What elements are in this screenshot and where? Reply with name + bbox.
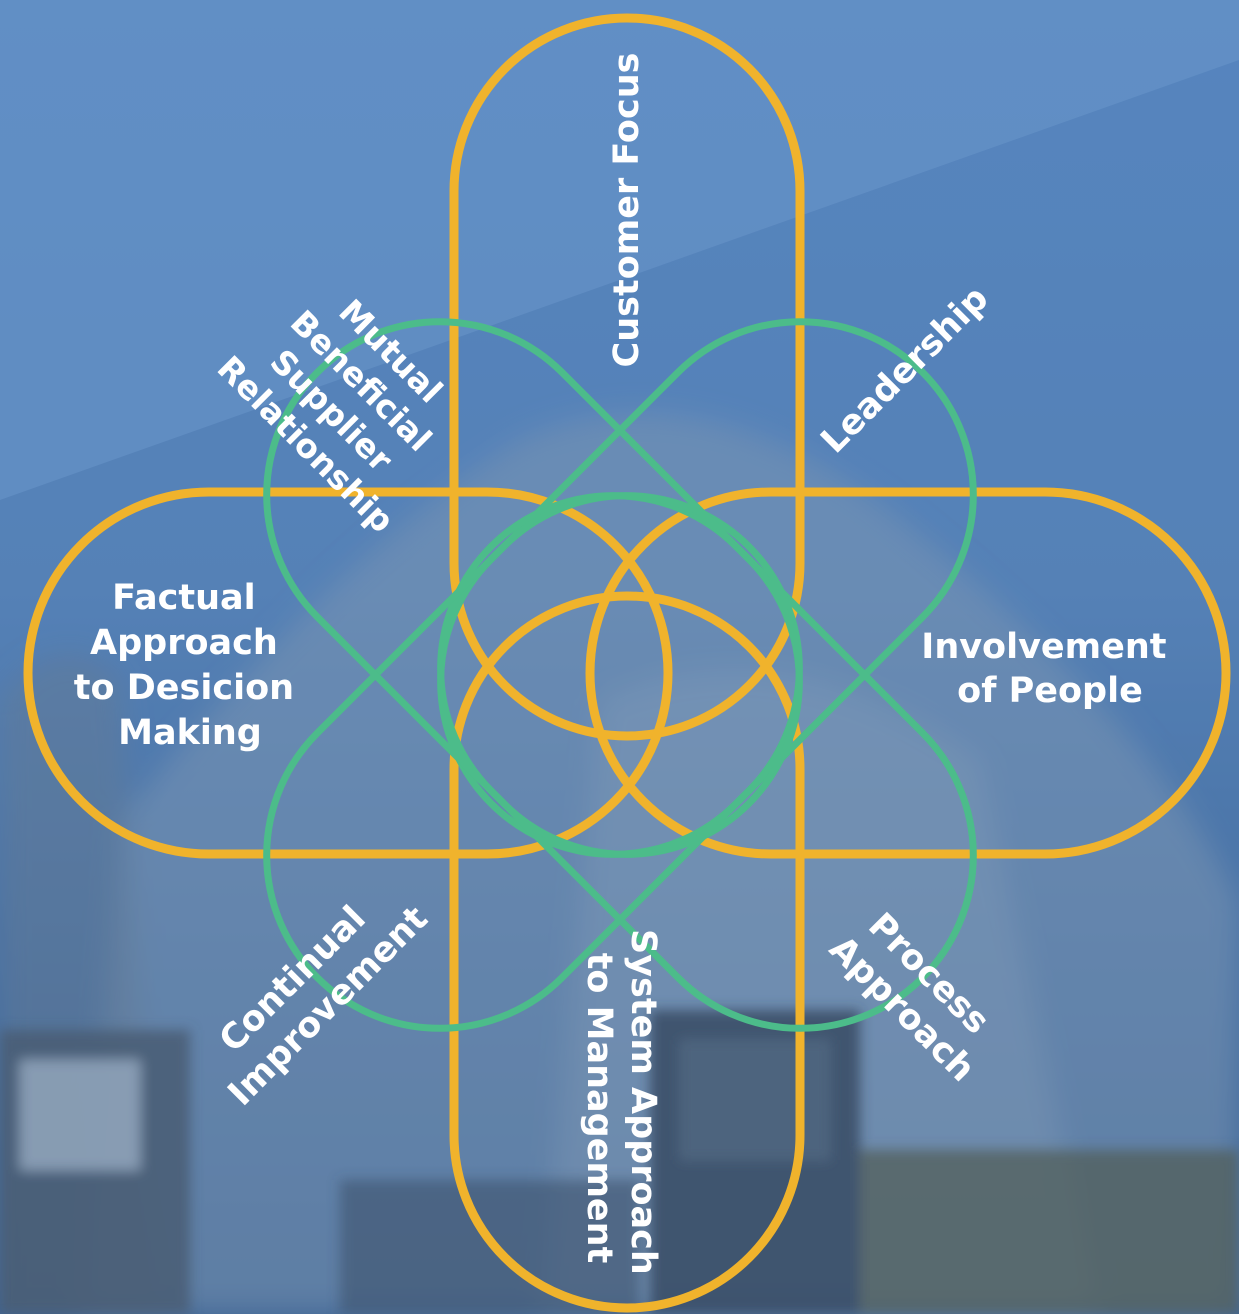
label-involvement-line-1: Involvement [921, 627, 1166, 667]
sky-band [0, 0, 1239, 500]
label-line: Process Approach [821, 898, 1013, 1090]
petal-leadership [437, 318, 977, 858]
label-customer-focus: Customer Focus [607, 53, 647, 368]
label-factual-approach: Factual Approach to Desicion Making [74, 578, 306, 753]
label-process-approach: Process Approach [821, 898, 1013, 1090]
label-involvement-line-2: of People [957, 671, 1143, 711]
label-factual-line-1: Factual [112, 578, 256, 618]
label-system-line-2: to Management [579, 953, 619, 1264]
label-system-approach: System Approach to Management [579, 929, 663, 1287]
label-factual-line-4: Making [118, 713, 262, 753]
label-line: System Approach to Management [579, 929, 663, 1287]
label-line: Factual Approach to Desicion Making [74, 578, 306, 753]
petal-customer-focus [449, 13, 805, 741]
label-factual-line-2: Approach [90, 623, 278, 663]
vehicles [0, 1010, 1239, 1314]
petal-continual-improvement [263, 492, 803, 1032]
label-leadership: Leadership [814, 279, 997, 462]
petal-factual-approach [23, 487, 673, 859]
label-mutual-beneficial: Mutual Beneficial Supplier Relationship [210, 259, 491, 541]
label-factual-line-3: to Desicion [74, 668, 294, 708]
label-line: Continual Improvement [190, 868, 436, 1114]
label-involvement-of-people: Involvement of People [921, 627, 1178, 711]
label-leadership-line-1: Leadership [814, 279, 997, 462]
label-customer-focus-line-1: Customer Focus [607, 53, 647, 368]
label-system-line-1: System Approach [623, 929, 663, 1275]
label-continual-improvement: Continual Improvement [190, 868, 436, 1114]
petal-system-approach [449, 591, 805, 1313]
label-line: Leadership [814, 279, 997, 462]
petal-involvement-of-people [585, 487, 1231, 859]
label-line: Mutual Beneficial Supplier Relationship [210, 259, 491, 540]
label-line: Involvement of People [921, 627, 1178, 711]
orange-petal-group [23, 13, 1231, 1313]
label-line: Customer Focus [607, 53, 647, 368]
